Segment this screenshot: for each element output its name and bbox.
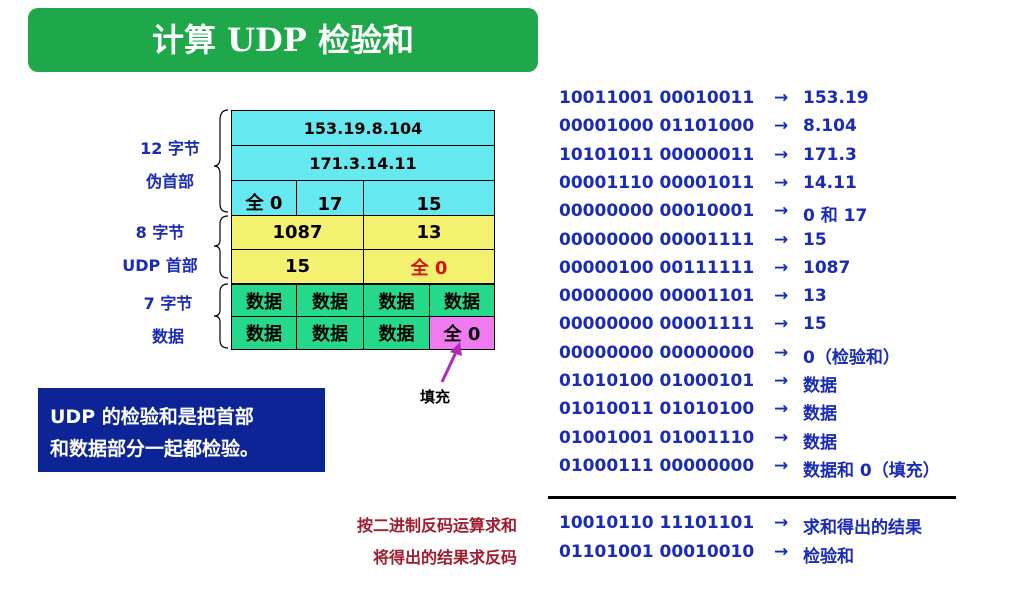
binary-value: 00000100 00111111 — [559, 257, 755, 278]
dst-ip-cell: 171.3.14.11 — [231, 145, 495, 181]
decoded-value: 数据和 0（填充） — [803, 460, 940, 481]
binary-value: 01001001 01001110 — [559, 427, 755, 448]
data-cell: 数据 — [296, 284, 364, 317]
binary-value: 00000000 00001111 — [559, 229, 755, 250]
udp-header-size-label: 8 字节 — [135, 223, 185, 242]
data-cell: 数据 — [363, 284, 430, 317]
binary-value: 10011001 00010011 — [559, 88, 755, 108]
decoded-value: 检验和 — [803, 546, 854, 567]
data-cell: 数据 — [296, 316, 364, 350]
arrow-icon: → — [774, 201, 789, 222]
arrow-icon: → — [774, 455, 789, 476]
decoded-value: 1087 — [803, 257, 851, 278]
padding-arrow-icon — [440, 342, 462, 383]
arrow-icon: → — [774, 88, 789, 108]
decoded-value: 8.104 — [803, 116, 857, 137]
arrow-icon: → — [774, 513, 789, 533]
arrow-icon: → — [774, 427, 789, 448]
binary-value: 00000000 00000000 — [559, 342, 755, 363]
decoded-value: 15 — [803, 314, 827, 335]
padding-label: 填充 — [420, 388, 451, 406]
left-braces — [213, 109, 229, 349]
arrow-icon: → — [774, 229, 789, 250]
protocol-cell: 17 — [296, 180, 364, 216]
binary-value: 01000111 00000000 — [559, 455, 755, 476]
binary-value: 00001000 01101000 — [559, 116, 755, 137]
data-size-label: 7 字节 — [143, 294, 193, 313]
decoded-value: 求和得出的结果 — [803, 518, 922, 538]
note-line-1: UDP 的检验和是把首部 — [50, 406, 254, 428]
arrow-icon: → — [774, 172, 789, 193]
decoded-value: 153.19 — [803, 88, 869, 108]
decoded-value: 13 — [803, 286, 827, 307]
arrow-icon: → — [774, 144, 789, 165]
data-cell: 数据 — [429, 284, 495, 317]
binary-value: 10101011 00000011 — [559, 144, 755, 165]
udp-length-cell: 15 — [363, 180, 495, 216]
decoded-value: 14.11 — [803, 172, 857, 193]
decoded-value: 数据 — [803, 432, 837, 453]
binary-value: 00000000 00010001 — [559, 201, 755, 222]
data-cell: 数据 — [363, 316, 430, 350]
binary-value: 01101001 00010010 — [559, 541, 755, 562]
udp-header-label: UDP 首部 — [122, 256, 198, 275]
binary-value: 00001110 00001011 — [559, 172, 755, 193]
sum-divider — [548, 496, 956, 499]
decoded-value: 数据 — [803, 404, 837, 425]
data-cell: 数据 — [231, 284, 297, 317]
binary-value: 01010011 01010100 — [559, 399, 755, 420]
data-label: 数据 — [151, 327, 184, 346]
arrow-icon: → — [774, 286, 789, 307]
arrow-icon: → — [774, 257, 789, 278]
note-box: UDP 的检验和是把首部 和数据部分一起都检验。 — [38, 388, 325, 472]
padding-cell: 全 0 — [429, 316, 495, 350]
arrow-icon: → — [774, 116, 789, 137]
dst-port-cell: 13 — [363, 215, 495, 250]
decoded-value: 171.3 — [803, 144, 857, 165]
data-cell: 数据 — [231, 316, 297, 350]
src-ip-cell: 153.19.8.104 — [231, 110, 495, 146]
binary-value: 00000000 00001101 — [559, 286, 755, 307]
zero-cell: 全 0 — [231, 180, 297, 216]
binary-value: 01010100 01000101 — [559, 371, 755, 391]
pseudo-header-label: 伪首部 — [145, 172, 194, 191]
note-line-2: 和数据部分一起都检验。 — [50, 438, 260, 460]
side-note-invert: 将得出的结果求反码 — [372, 548, 517, 567]
decoded-value: 15 — [803, 229, 827, 250]
src-port-cell: 1087 — [231, 215, 364, 250]
decoded-value: 0（检验和） — [803, 347, 900, 368]
arrow-icon: → — [774, 399, 789, 420]
page-title: 计算 UDP 检验和 — [151, 21, 414, 59]
arrow-icon: → — [774, 371, 789, 391]
title-banner: 计算 UDP 检验和 — [28, 8, 538, 72]
binary-value: 00000000 00001111 — [559, 314, 755, 335]
binary-value: 10010110 11101101 — [559, 513, 755, 533]
decoded-value: 数据 — [803, 376, 837, 396]
checksum-cell: 全 0 — [363, 249, 495, 284]
arrow-icon: → — [774, 342, 789, 363]
pseudo-header-size-label: 12 字节 — [140, 139, 200, 158]
side-note-sum: 按二进制反码运算求和 — [356, 516, 517, 535]
length-cell: 15 — [231, 249, 364, 284]
decoded-value: 0 和 17 — [803, 206, 868, 227]
arrow-icon: → — [774, 314, 789, 335]
arrow-icon: → — [774, 541, 789, 562]
